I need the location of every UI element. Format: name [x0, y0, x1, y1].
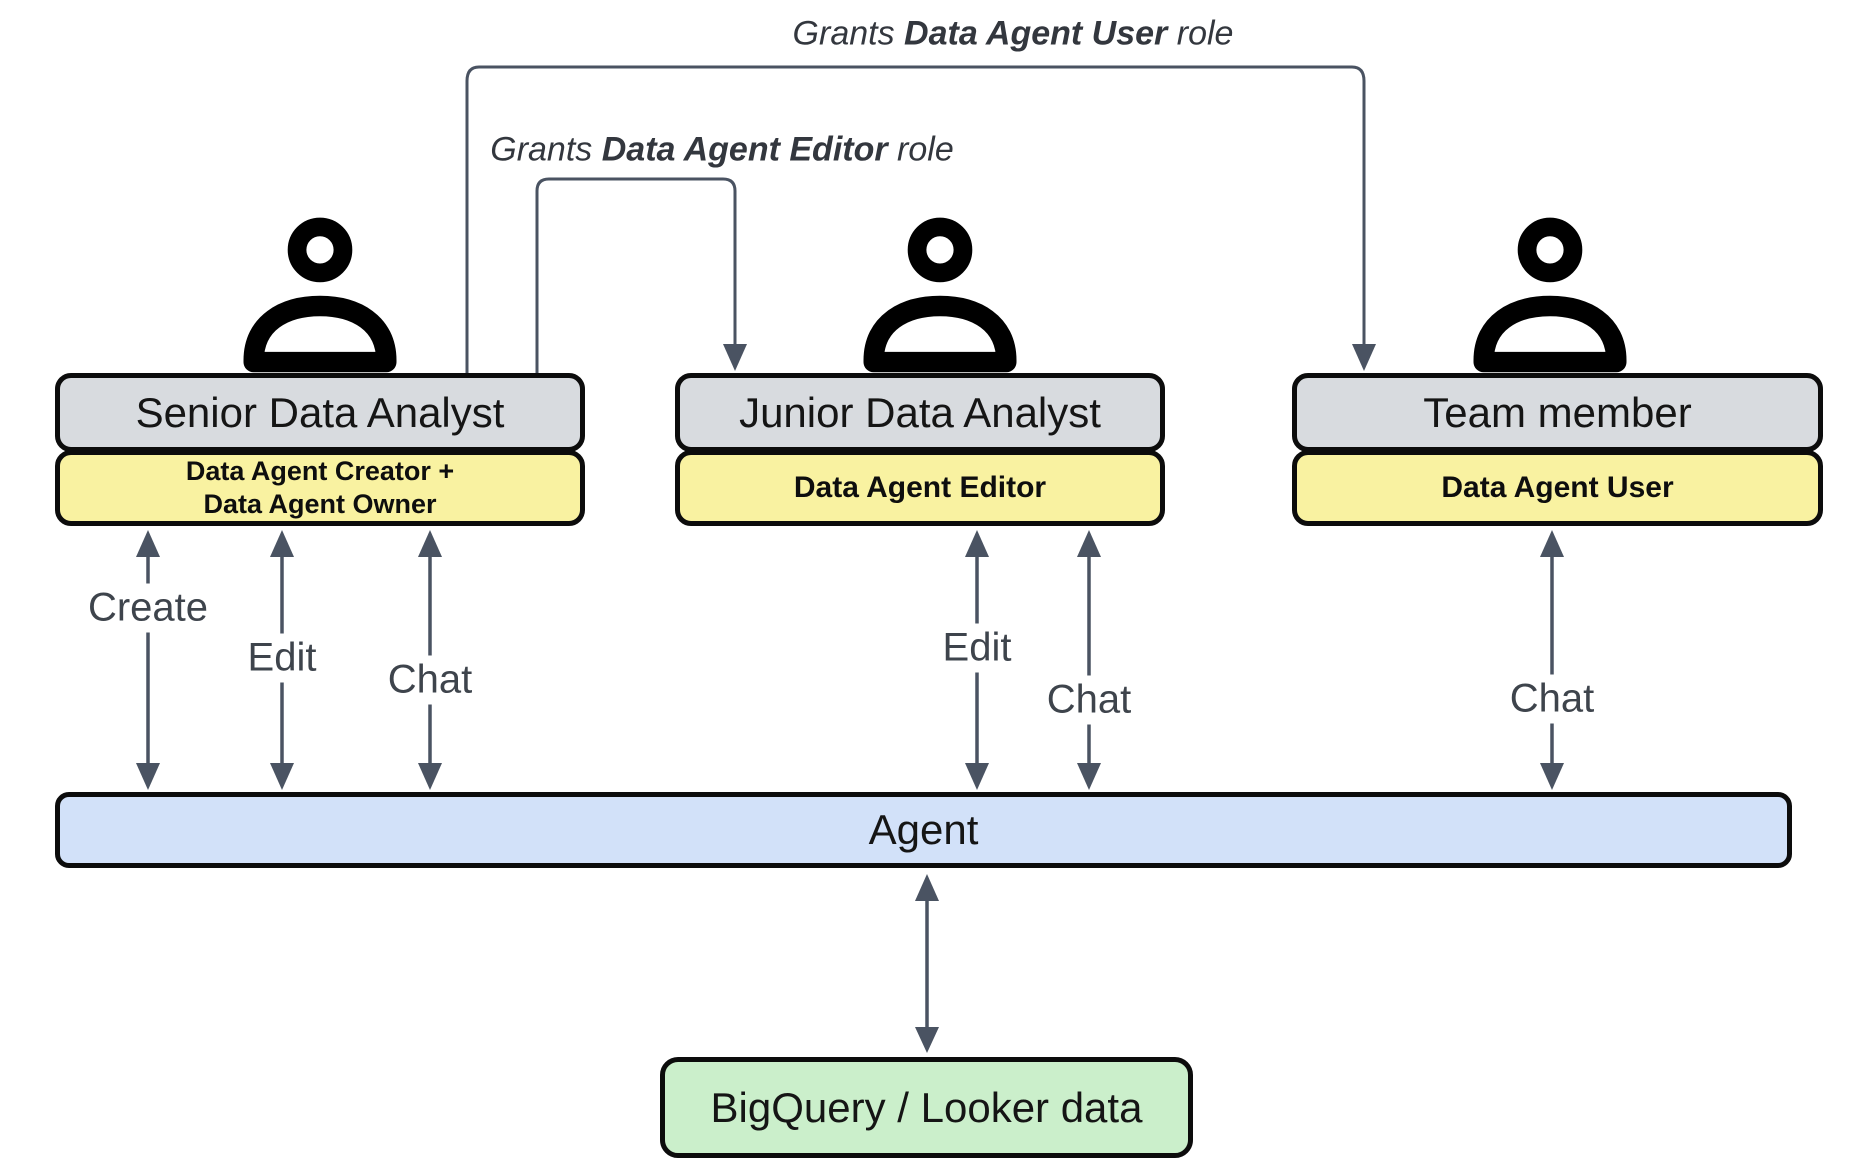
- role-line: Data Agent User: [1441, 470, 1674, 504]
- datasource-label: BigQuery / Looker data: [710, 1083, 1143, 1131]
- senior-chat-label: Chat: [379, 655, 481, 705]
- datasource-box: BigQuery / Looker data: [660, 1057, 1193, 1158]
- person-icon-team: [1473, 217, 1627, 373]
- team-chat-arrow: [1540, 530, 1564, 790]
- create-label: Create: [79, 583, 217, 633]
- role-line: Data Agent Owner: [203, 489, 437, 519]
- role-box-junior: Data Agent Editor: [675, 450, 1165, 526]
- actor-title-junior: Junior Data Analyst: [739, 388, 1101, 436]
- grant-editor-suffix: role: [887, 130, 954, 169]
- role-box-senior: Data Agent Creator + Data Agent Owner: [55, 450, 585, 526]
- grant-user-role: Data Agent User: [904, 14, 1168, 53]
- agent-label: Agent: [868, 806, 979, 853]
- grant-user-arrowhead: [1352, 344, 1376, 371]
- grant-user-suffix: role: [1167, 14, 1234, 53]
- actor-title-senior: Senior Data Analyst: [135, 388, 505, 436]
- grant-editor-arrowhead: [723, 344, 747, 371]
- role-box-team: Data Agent User: [1292, 450, 1823, 526]
- junior-chat-arrow: [1077, 530, 1101, 790]
- role-line: Data Agent Creator +: [185, 456, 455, 487]
- team-chat-label: Chat: [1501, 674, 1603, 724]
- person-icon-senior: [243, 217, 397, 373]
- role-line: Data Agent Editor: [793, 470, 1047, 504]
- junior-chat-label: Chat: [1038, 675, 1140, 725]
- grant-editor-role: Data Agent Editor: [601, 130, 888, 169]
- grant-user-prefix: Grants: [792, 14, 905, 53]
- senior-edit-label: Edit: [239, 633, 325, 683]
- grant-user-label: Grants Data Agent User role: [786, 14, 1240, 54]
- actor-box-team: Team member: [1292, 373, 1823, 452]
- actor-box-junior: Junior Data Analyst: [675, 373, 1165, 452]
- grant-editor-connector: [535, 177, 737, 373]
- person-icon-junior: [863, 217, 1017, 373]
- agent-bar: Agent: [55, 792, 1792, 868]
- grant-editor-label: Grants Data Agent Editor role: [484, 130, 960, 170]
- actor-title-team: Team member: [1423, 388, 1692, 436]
- agent-datasource-arrow: [915, 874, 939, 1053]
- grant-editor-prefix: Grants: [490, 130, 602, 169]
- junior-edit-label: Edit: [934, 623, 1020, 673]
- actor-box-senior: Senior Data Analyst: [55, 373, 585, 452]
- create-arrow: [136, 530, 160, 790]
